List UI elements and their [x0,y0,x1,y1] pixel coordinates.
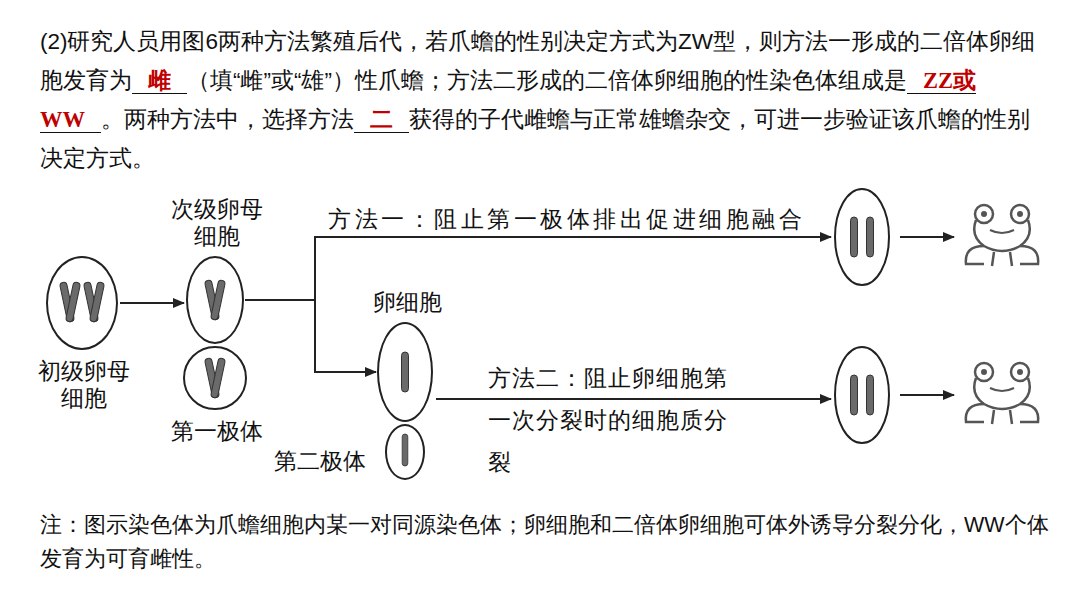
cell-label: 第一极体 [145,418,289,445]
cell-label: 第二极体 [265,448,375,475]
process-arrow [120,302,184,304]
cell-label: 初级卵母细胞 [36,358,132,412]
cell-oval: 卵细胞 [377,322,433,422]
question-sentence: 。两种方法中，选择方法 [101,107,354,132]
question-sentence: （填“雌”或“雄”）性爪蟾；方法二形成的二倍体卵细胞的性染色体组成是 [187,68,907,93]
process-arrow [245,300,376,372]
method-label: 方法一：阻止第一极体排出促进细胞融合 [328,205,828,233]
frog-figures [966,205,1038,424]
question-text: (2)研究人员用图6两种方法繁殖后代，若爪蟾的性别决定方式为ZW型，则方法一形成… [40,22,1050,178]
note-text: 注：图示染色体为爪蟾细胞内某一对同源染色体；卵细胞和二倍体卵细胞可体外诱导分裂分… [40,508,1050,576]
cell-oval: 初级卵母细胞 [46,256,118,350]
cell-label: 次级卵母细胞 [168,196,266,250]
answer-blank: 二 [354,107,409,133]
method-label: 方法二：阻止卵细胞第一次分裂时的细胞质分裂 [488,357,750,483]
cell-oval: 第二极体 [385,424,425,480]
answer-blank: 雌 [132,68,187,94]
cell-oval: 第一极体 [183,346,247,410]
cell-label: 卵细胞 [357,289,457,316]
chromosomes [59,217,873,466]
diploid-egg-cells [835,189,889,443]
cell-oval: 次级卵母细胞 [186,256,244,344]
